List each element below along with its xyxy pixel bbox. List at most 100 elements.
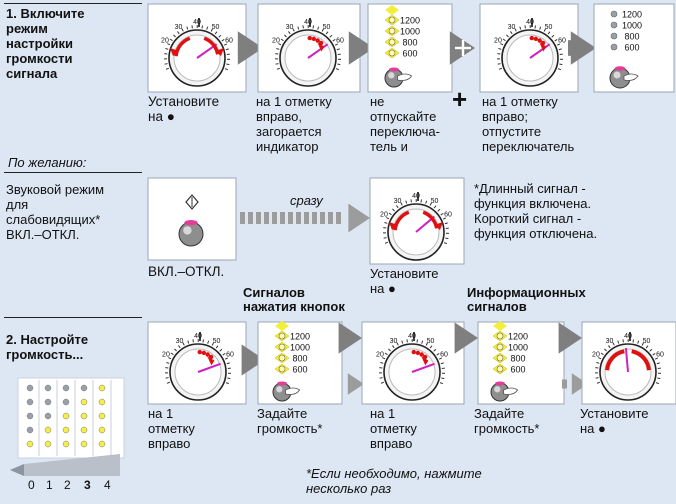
dial-number: 30 [508, 24, 516, 31]
step2-caption-1: на 1 отметку вправо [148, 406, 195, 451]
step1-caption-4: на 1 отметку вправо; отпустите переключа… [482, 94, 575, 154]
dial-number: 50 [545, 24, 553, 31]
dial-arrow-right [631, 349, 651, 371]
scale-label-1: 1 [46, 478, 53, 492]
dial-dot [318, 40, 324, 46]
indicator-level: 1200 [508, 332, 528, 342]
dial-number: 20 [494, 38, 502, 45]
step2-caption-3: на 1 отметку вправо [370, 406, 417, 451]
volume-led [26, 440, 34, 448]
indicator-led [388, 16, 396, 24]
panel-onoff [147, 177, 237, 261]
volume-led [80, 384, 88, 392]
dial-number: 30 [175, 24, 183, 31]
dial-dot [419, 352, 424, 357]
dial-number: 50 [213, 338, 221, 345]
indicator-level: 600 [510, 365, 525, 375]
dial-number: 30 [394, 198, 402, 205]
dial-dot [307, 35, 312, 41]
indicator-level: 1000 [622, 21, 642, 31]
dial-pointer [411, 362, 435, 373]
indicator-led [278, 332, 286, 340]
indicator-level: 800 [510, 354, 525, 364]
arrow-5 [241, 344, 265, 376]
dial-number: 60 [444, 212, 452, 219]
optional-label: По желанию: [8, 155, 87, 170]
dial-number: 20 [162, 352, 170, 359]
dial-number: 30 [606, 338, 614, 345]
dial-dot [201, 350, 207, 356]
scale-label-0: 0 [28, 478, 35, 492]
arrow-7 [454, 322, 478, 354]
dial-arrow-left [605, 349, 625, 371]
indicator-level: 1000 [508, 343, 528, 353]
dial-number: 50 [431, 198, 439, 205]
arrow-2 [348, 31, 374, 65]
dial-number: 60 [656, 352, 664, 359]
arrow-label-immediately: сразу [290, 193, 323, 208]
indicator-level: 1000 [400, 27, 420, 37]
dial-dot [197, 349, 202, 355]
volume-wedge [10, 454, 120, 476]
finger-icon [503, 387, 519, 395]
speaker-icon [10, 464, 24, 476]
dial-dot [422, 354, 428, 360]
dial-number: 20 [592, 352, 600, 359]
diamond-icon [185, 194, 199, 210]
indicator-led [610, 21, 618, 29]
step2-footnote: *Если необходимо, нажмите несколько раз [306, 466, 482, 496]
dial-pointer [197, 362, 221, 373]
volume-led [62, 440, 70, 448]
dial-number: 20 [272, 38, 280, 45]
volume-led [26, 384, 34, 392]
indicator-level: 800 [402, 38, 417, 48]
sound-mode-title: Звуковой режим для слабовидящих* ВКЛ.–ОТ… [6, 182, 105, 242]
indicator-level: 1200 [290, 332, 310, 342]
dial-dot [311, 36, 317, 42]
selector-button [178, 221, 204, 247]
indicator-led [496, 354, 504, 362]
button-2 [609, 66, 639, 89]
volume-led [44, 412, 52, 420]
indicator-level: 800 [292, 354, 307, 364]
step1-caption-1: Установите на ● [148, 94, 220, 124]
indicator-led [496, 343, 504, 351]
dial-dot [205, 352, 210, 357]
dial-number: 40 [526, 19, 534, 26]
divider-middle [4, 172, 142, 173]
arrow-8 [558, 322, 582, 354]
step2-caption-4: Задайте громкость* [474, 406, 540, 436]
onoff-button [178, 219, 204, 247]
arrow-4 [568, 31, 596, 65]
dial-number: 30 [176, 338, 184, 345]
arrow-immediately [240, 203, 370, 233]
dial-dot [537, 38, 542, 43]
arrow-1 [237, 31, 263, 65]
dial-arrow-right [203, 36, 220, 55]
dial-arrow-right [422, 210, 439, 229]
dial-number: 50 [427, 338, 435, 345]
button-1 [384, 67, 413, 88]
dial-dot [540, 40, 546, 46]
dial-number: 20 [380, 212, 388, 219]
volume-led [98, 384, 106, 392]
step2-caption-5: Установите на ● [580, 406, 649, 436]
section-info-signals: Информационных сигналов [467, 285, 586, 314]
dial-number: 40 [194, 333, 202, 340]
step1-caption-2: на 1 отметку вправо, загорается индикато… [256, 94, 332, 154]
dial-number: 50 [643, 338, 651, 345]
volume-led [26, 426, 34, 434]
dial-number: 20 [376, 352, 384, 359]
volume-led [44, 398, 52, 406]
indicator-led [610, 32, 618, 40]
indicator-led [388, 49, 396, 57]
volume-led [62, 412, 70, 420]
volume-led [62, 384, 70, 392]
dial-number: 50 [323, 24, 331, 31]
